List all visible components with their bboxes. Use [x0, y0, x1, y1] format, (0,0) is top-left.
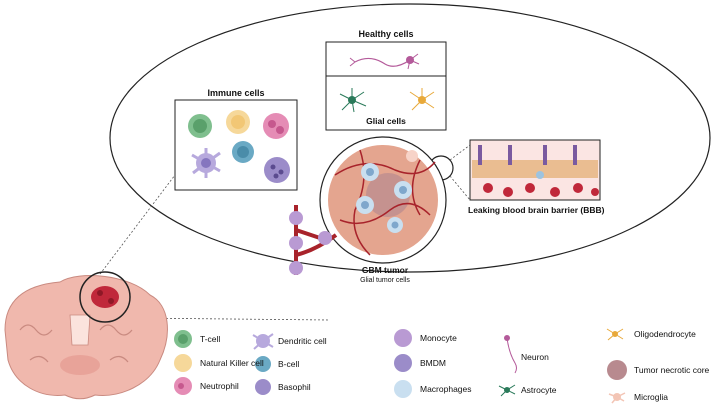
legend-macrophages-label: Macrophages — [420, 384, 472, 394]
legend-necrotic-core-label: Tumor necrotic core — [634, 365, 710, 375]
gbm-tumor-title: GBM tumor — [361, 265, 409, 275]
zoom-line-top — [87, 174, 176, 291]
gbm-tumor-subtitle: Glial tumor cells — [360, 277, 410, 284]
legend-neuron-icon — [504, 335, 517, 374]
legend-bcell-label: B-cell — [278, 359, 300, 369]
legend-microglia-label: Microglia — [634, 392, 669, 402]
legend-oligodendrocyte-label: Oligodendrocyte — [634, 329, 696, 339]
astrocyte-cell-illustration — [339, 88, 367, 113]
legend-astrocyte-icon — [498, 384, 516, 397]
legend-bcell-icon — [255, 356, 271, 372]
brain-tumor-spot — [91, 286, 119, 308]
immune-cells-box — [174, 99, 298, 191]
legend-dendritic-label: Dendritic cell — [278, 336, 327, 346]
brain-section — [4, 275, 168, 400]
tumor-microenvironment-ellipse — [109, 3, 711, 273]
immune-basophil — [264, 157, 290, 183]
legend-monocyte-label: Monocyte — [420, 333, 457, 343]
legend-neuron-label: Neuron — [521, 352, 549, 362]
neuron-cell-illustration — [349, 53, 420, 70]
legend-macrophage-icon — [394, 380, 412, 398]
legend-basophil-icon — [255, 379, 271, 395]
legend-astrocyte-label: Astrocyte — [521, 385, 557, 395]
immune-neutrophil — [263, 113, 289, 139]
healthy-cells-title: Healthy cells — [358, 29, 414, 39]
legend-microglia-icon — [608, 392, 626, 404]
bbb-title: Leaking blood brain barrier (BBB) — [468, 205, 605, 215]
legend-bmdm-icon — [394, 354, 412, 372]
glial-cells-title: Glial cells — [366, 116, 406, 126]
oligodendrocyte-cell-illustration — [409, 88, 435, 111]
blood-vessel — [289, 205, 338, 275]
legend-oligodendrocyte-icon — [606, 328, 624, 341]
legend-nk-icon — [174, 354, 192, 372]
healthy-cells-box — [325, 41, 447, 131]
legend-tcell-label: T-cell — [200, 334, 221, 344]
legend-monocyte-icon — [394, 329, 412, 347]
legend-neutrophil-label: Neutrophil — [200, 381, 239, 391]
legend-necrotic-core-icon — [607, 360, 627, 380]
tumor-zoom-circle — [79, 271, 131, 323]
immune-cells-title: Immune cells — [207, 88, 265, 98]
legend-bmdm-label: BMDM — [420, 358, 446, 368]
legend-dendritic-icon — [252, 333, 274, 350]
immune-dendritic-cell — [191, 148, 221, 178]
legend-basophil-label: Basophil — [278, 382, 311, 392]
legend-nk-label: Natural Killer cell — [200, 358, 264, 368]
